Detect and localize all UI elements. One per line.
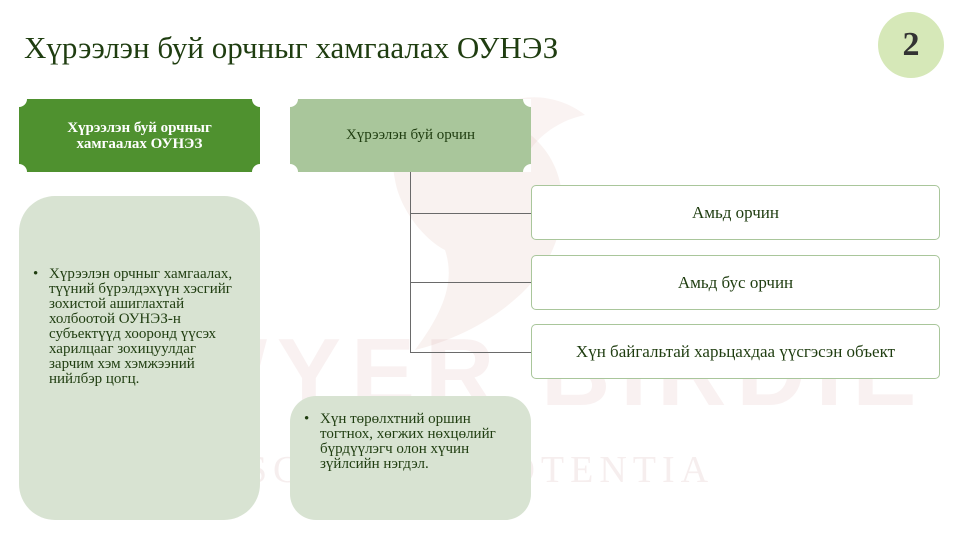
left-header: Хүрээлэн буй орчныг хамгаалах ОУНЭЗ <box>19 99 260 172</box>
page-number-badge: 2 <box>878 12 944 78</box>
branch-label: Амьд орчин <box>691 202 779 222</box>
definition-card: • Хүрээлэн орчныг хамгаалах, түүний бүрэ… <box>19 196 260 520</box>
branch-label: Амьд бус орчин <box>677 272 794 292</box>
environment-text: Хүн төрөлхтний оршин тогтнох, хөгжих нөх… <box>320 411 496 472</box>
definition-bullet: • Хүрээлэн орчныг хамгаалах, түүний бүрэ… <box>33 267 241 387</box>
branch-line-1 <box>410 213 531 214</box>
environment-bullet: • Хүн төрөлхтний оршин тогтнох, хөгжих н… <box>304 412 516 472</box>
bullet-dot-icon: • <box>33 266 39 282</box>
branch-line-3 <box>410 352 531 353</box>
branch-box-human-made: Хүн байгальтай харьцахдаа үүсгэсэн объек… <box>531 324 940 379</box>
slide-title: Хүрээлэн буй орчныг хамгаалах ОУНЭЗ <box>24 30 559 65</box>
branch-line-2 <box>410 282 531 283</box>
branch-label: Хүн байгальтай харьцахдаа үүсгэсэн объек… <box>575 341 896 361</box>
right-header: Хүрээлэн буй орчин <box>290 99 531 172</box>
right-header-label: Хүрээлэн буй орчин <box>345 127 476 143</box>
branch-box-nonliving: Амьд бус орчин <box>531 255 940 310</box>
environment-definition-card: • Хүн төрөлхтний оршин тогтнох, хөгжих н… <box>290 396 531 520</box>
definition-text: Хүрээлэн орчныг хамгаалах, түүний бүрэлд… <box>49 266 233 387</box>
bullet-dot-icon: • <box>304 411 310 427</box>
tree-trunk-line <box>410 172 411 352</box>
left-header-label: Хүрээлэн буй орчныг хамгаалах ОУНЭЗ <box>67 119 212 152</box>
branch-box-living: Амьд орчин <box>531 185 940 240</box>
